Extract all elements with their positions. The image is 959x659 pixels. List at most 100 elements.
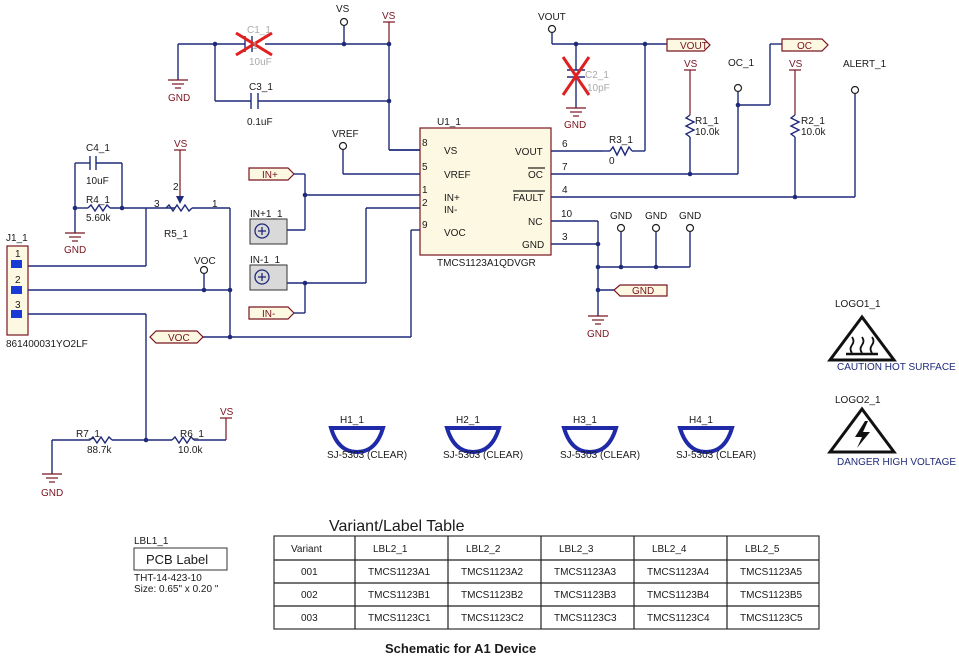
c3-ref: C3_1 [249, 82, 273, 93]
r5-ref: R5_1 [164, 229, 188, 240]
lbl1-part: THT-14-423-10 [134, 573, 202, 584]
lbl1-size: Size: 0.65" x 0.20 " [134, 584, 219, 595]
gnd-port [613, 284, 668, 297]
h1-ref: H1_1 [340, 415, 364, 426]
table-cell: 002 [301, 590, 318, 601]
gnd-label-r7: GND [41, 488, 63, 499]
u1-part: TMCS1123A1QDVGR [437, 258, 536, 269]
table-header: LBL2_3 [559, 544, 594, 555]
u1-pin-6-num: 6 [562, 139, 568, 150]
table-cell: TMCS1123A4 [647, 567, 710, 578]
u1-pin-nc: NC [528, 217, 542, 228]
h4-icon [677, 426, 735, 455]
voc-divider: C4_1 10uF R4_1 5.60k GND 3 1 2 VS R5_1 [28, 139, 230, 267]
table-cell: TMCS1123A2 [461, 567, 524, 578]
vs-label-r5: VS [174, 139, 188, 150]
gnd-label-r4: GND [64, 245, 86, 256]
vref-label: VREF [332, 129, 359, 140]
table-cell: TMCS1123A5 [740, 567, 803, 578]
table-cell: TMCS1123C1 [368, 613, 431, 624]
table-title: Variant/Label Table [329, 518, 465, 535]
r7-ref: R7_1 [76, 429, 100, 440]
h3-ref: H3_1 [573, 415, 597, 426]
bumpers: H1_1 SJ-5303 (CLEAR) H2_1 SJ-5303 (CLEAR… [327, 415, 756, 461]
logo2-caption: DANGER HIGH VOLTAGE [837, 457, 956, 468]
r5-pin3: 3 [154, 199, 160, 210]
vout-net-label: VOUT [538, 12, 566, 23]
table-cell: TMCS1123B4 [647, 590, 710, 601]
u1-pin-10-num: 10 [561, 209, 573, 220]
gnd-tp-3: GND [679, 211, 701, 222]
r6-value: 10.0k [178, 445, 203, 456]
u1-pin-4-num: 4 [562, 185, 568, 196]
r4-value: 5.60k [86, 213, 111, 224]
r2-ref: R2_1 [801, 116, 825, 127]
in-minus-port-label: IN- [262, 309, 275, 320]
table-header: LBL2_4 [652, 544, 687, 555]
table-cell: TMCS1123A3 [554, 567, 617, 578]
table-header: Variant [291, 544, 322, 555]
j1-ref: J1_1 [6, 233, 28, 244]
table-cell: TMCS1123B3 [554, 590, 617, 601]
gnd-label-c2: GND [564, 120, 586, 131]
table-cell: TMCS1123B2 [461, 590, 524, 601]
vs-label-r2: VS [789, 59, 803, 70]
u1-pin-fault: FAULT [513, 193, 543, 204]
u1-pin-1-num: 1 [422, 185, 428, 196]
table-header: LBL2_1 [373, 544, 408, 555]
h4-part: SJ-5303 (CLEAR) [676, 450, 756, 461]
u1-pin-vs: VS [444, 146, 458, 157]
r6-r7-network: R7_1 88.7k R6_1 10.0k VS GND [41, 407, 234, 499]
vs-decoupling: VS VS C1_1 10uF 1 GND C3_1 0.1uF [168, 4, 420, 151]
h1-icon [328, 426, 386, 455]
table-cell: TMCS1123C3 [554, 613, 617, 624]
h3-part: SJ-5303 (CLEAR) [560, 450, 640, 461]
u1-pin-3-num: 3 [562, 232, 568, 243]
c2-value: 10pF [587, 83, 610, 94]
c2-ref: C2_1 [585, 70, 609, 81]
u1-ref: U1_1 [437, 117, 461, 128]
table-cell: 003 [301, 613, 318, 624]
table-cell: TMCS1123B1 [368, 590, 431, 601]
u1-pin-7-num: 7 [562, 162, 568, 173]
logo1: LOGO1_1 CAUTION HOT SURFACE [827, 299, 956, 373]
oc1-label: OC_1 [728, 58, 755, 69]
logo1-ref: LOGO1_1 [835, 299, 881, 310]
r1-ref: R1_1 [695, 116, 719, 127]
h4-bumper: H4_1 SJ-5303 (CLEAR) [676, 415, 756, 461]
pcb-label: LBL1_1 PCB Label THT-14-423-10 Size: 0.6… [133, 536, 228, 595]
c1-ref: C1_1 [247, 25, 271, 36]
j1-pin1: 1 [15, 249, 21, 260]
vs-label-r1: VS [684, 59, 698, 70]
vout-port-label: VOUT [680, 41, 708, 52]
table-cell: TMCS1123C5 [740, 613, 803, 624]
c1-aux: 1 [252, 41, 258, 52]
logo2-ref: LOGO2_1 [835, 395, 881, 406]
r1-value: 10.0k [695, 127, 720, 138]
u1-pin-2-num: 2 [422, 198, 428, 209]
table-header: LBL2_2 [466, 544, 501, 555]
h2-ref: H2_1 [456, 415, 480, 426]
h3-bumper: H3_1 SJ-5303 (CLEAR) [560, 415, 640, 461]
voc-port-group: VOC [149, 230, 412, 344]
r3-value: 0 [609, 156, 615, 167]
voc-port-label: VOC [168, 333, 190, 344]
u1-pin-gnd: GND [522, 240, 544, 251]
gnd-label-c1: GND [168, 93, 190, 104]
gnd-port-label: GND [632, 286, 654, 297]
vout-port [666, 38, 711, 52]
h4-ref: H4_1 [689, 415, 713, 426]
lbl1-ref: LBL1_1 [134, 536, 169, 547]
input-section: IN+ IN+1_1 IN-1_1 IN- [248, 167, 367, 320]
u1-pin-inplus: IN+ [444, 193, 460, 204]
oc-section: VS R1_1 10.0k OC_1 OC [684, 38, 829, 177]
vs-label-r6: VS [220, 407, 234, 418]
h2-bumper: H2_1 SJ-5303 (CLEAR) [443, 415, 523, 461]
h3-icon [561, 426, 619, 455]
vs-net-terminal [339, 17, 349, 27]
table-header: LBL2_5 [745, 544, 780, 555]
u1-pin-5-num: 5 [422, 162, 428, 173]
oc-port [781, 38, 829, 52]
c1-value: 10uF [249, 57, 272, 68]
